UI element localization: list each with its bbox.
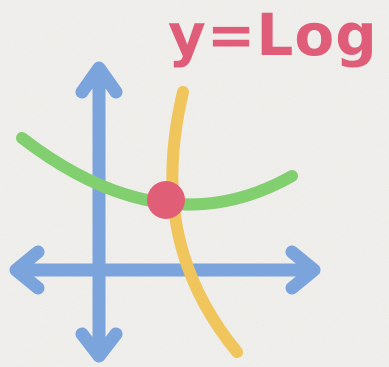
yellow-curve <box>166 86 243 358</box>
y-axis-top-arrow <box>75 61 123 99</box>
intersection-point <box>147 181 185 219</box>
x-axis-right-arrow <box>285 245 321 295</box>
axes <box>9 61 321 363</box>
page-title: y=Log <box>168 1 378 69</box>
y-axis-bottom-arrow <box>75 327 123 363</box>
x-axis-left-arrow <box>9 245 45 295</box>
